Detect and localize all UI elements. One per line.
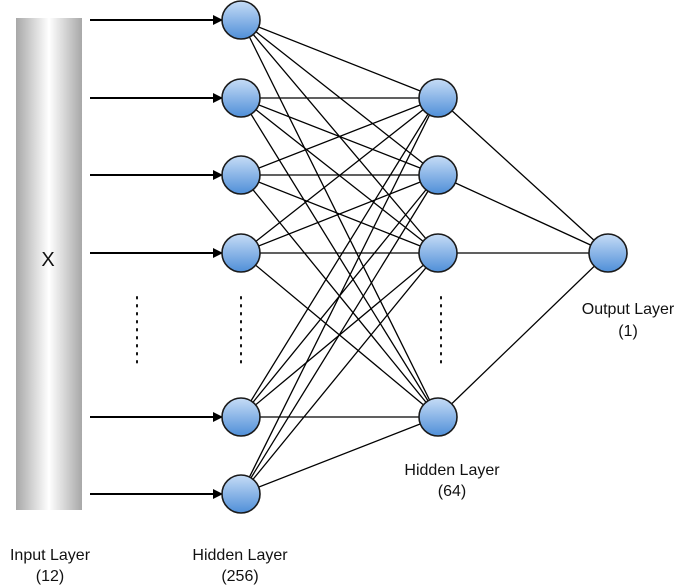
- connection-line: [240, 97, 439, 254]
- ellipsis-markers: [136, 296, 442, 367]
- hidden-layer-1-neuron: [221, 233, 261, 273]
- hidden-layer-1-neuron: [221, 155, 261, 195]
- connection-line: [240, 174, 439, 495]
- hidden-layer-1-size: (256): [221, 568, 258, 585]
- input-arrows: [90, 15, 223, 499]
- connection-line: [437, 97, 609, 254]
- hidden-layer-2-title: Hidden Layer: [404, 462, 500, 479]
- hidden-layer-2-neuron: [418, 78, 458, 118]
- connection-line: [240, 97, 439, 418]
- input-bar: [16, 18, 82, 510]
- connection-line: [240, 97, 439, 495]
- hidden-layer-1-neuron: [221, 474, 261, 514]
- connection-line: [240, 252, 439, 495]
- connections: [240, 19, 609, 495]
- layer-labels: Input Layer (12) Hidden Layer (256) Hidd…: [10, 301, 675, 585]
- connection-line: [437, 252, 609, 418]
- connection-line: [240, 19, 439, 99]
- output-neuron: [588, 233, 628, 273]
- hidden-layer-1-neuron: [221, 0, 261, 40]
- hidden-layer-1-neuron: [221, 397, 261, 437]
- hidden-layer-2-neuron: [418, 155, 458, 195]
- hidden-layer-1-title: Hidden Layer: [192, 547, 288, 564]
- hidden-layer-1-neuron: [221, 78, 261, 118]
- connection-line: [240, 174, 439, 254]
- connection-line: [240, 416, 439, 495]
- neurons: [221, 0, 628, 514]
- input-symbol: X: [41, 249, 54, 271]
- input-layer-size: (12): [36, 568, 64, 585]
- hidden-layer-2-neuron: [418, 397, 458, 437]
- input-layer-title: Input Layer: [10, 547, 91, 564]
- output-layer-title: Output Layer: [582, 301, 675, 318]
- hidden-layer-2-size: (64): [438, 483, 466, 500]
- connection-line: [240, 97, 439, 176]
- output-layer-size: (1): [618, 323, 638, 340]
- connection-line: [437, 174, 609, 254]
- input-layer: X: [16, 18, 82, 510]
- hidden-layer-2-neuron: [418, 233, 458, 273]
- connection-line: [240, 19, 439, 418]
